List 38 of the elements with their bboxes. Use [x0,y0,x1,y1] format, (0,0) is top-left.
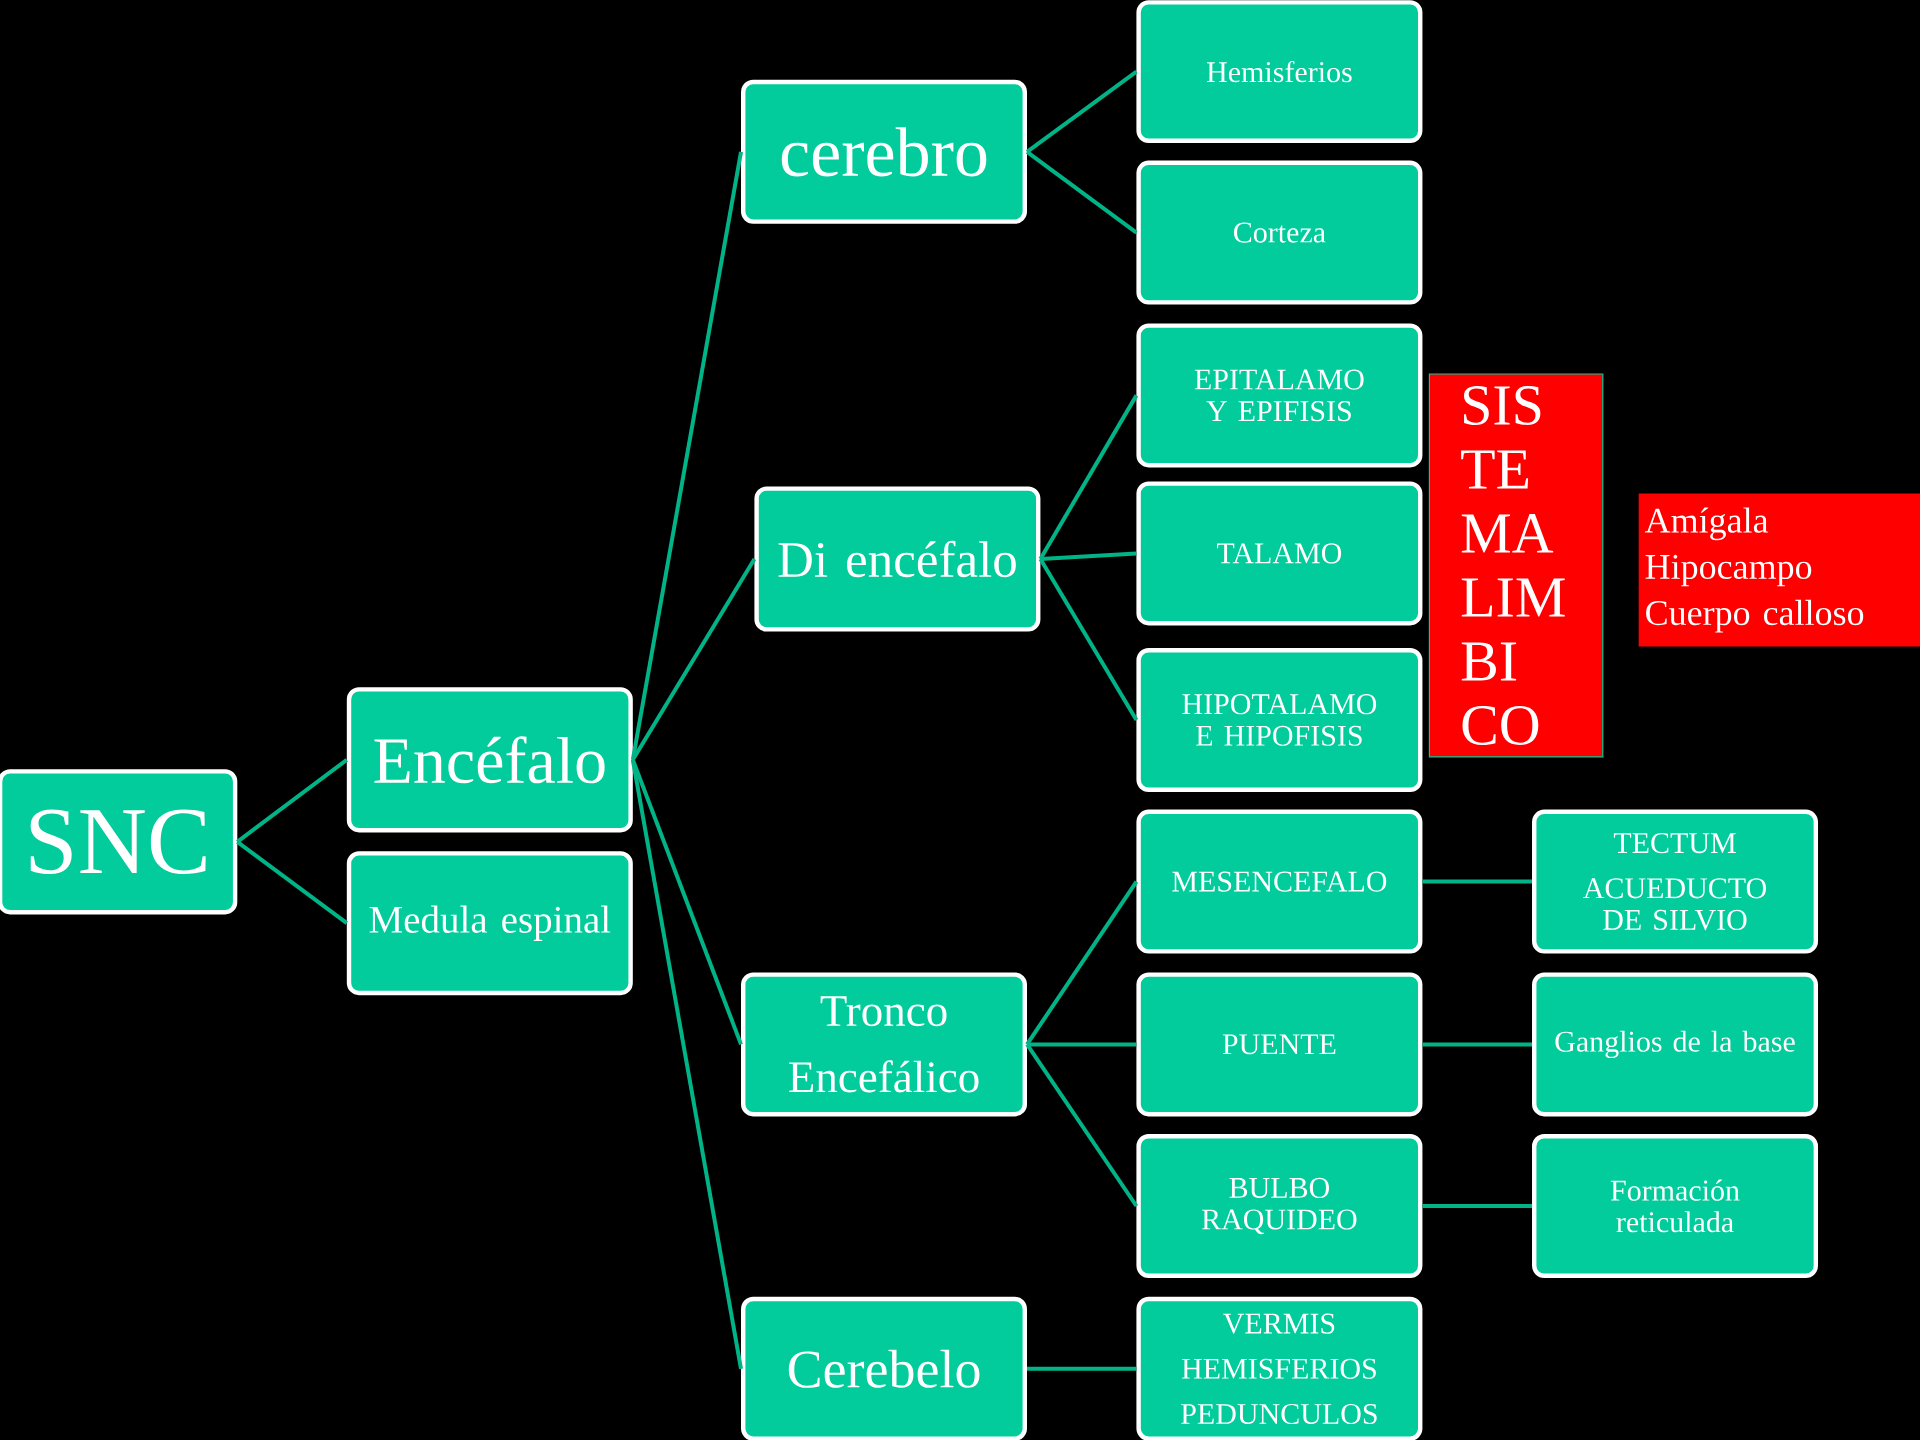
concept-box: cerebro [741,79,1027,224]
concept-box: MESENCEFALO [1136,809,1423,954]
connector-line [1422,1204,1532,1208]
connector-line [1025,69,1138,154]
connector-line [1038,557,1139,721]
concept-box: Tronco Encefálico [741,972,1027,1117]
connector-line [1025,1043,1139,1208]
concept-box: EPITALAMO Y EPIFISIS [1136,323,1423,468]
concept-box: PUENTE [1136,972,1423,1117]
concept-box: Cerebelo [741,1296,1027,1440]
concept-box: SNC [0,769,238,915]
concept-box: TALAMO [1136,481,1423,626]
connector-line [1422,1042,1532,1047]
connector-line [1025,150,1138,235]
highlight-box: SIS TE MA LIM BI CO [1428,373,1604,758]
connector-line [1422,879,1532,884]
connector-line [630,151,743,761]
concept-box: Encéfalo [346,687,633,833]
concept-box: TECTUM ACUEDUCTO DE SILVIO [1532,809,1819,954]
connector-line [1040,551,1137,561]
connector-line [236,840,348,925]
concept-box: Hemisferios [1136,0,1423,143]
connector-line [1027,1366,1137,1371]
concept-box: Di encéfalo [754,486,1041,632]
concept-box: VERMIS HEMISFERIOS PEDUNCULOS [1136,1296,1423,1440]
concept-box: Ganglios de la base [1532,972,1819,1117]
connector-line [236,758,348,844]
connector-line [631,557,757,761]
concept-box: Formación reticulada [1532,1134,1819,1278]
concept-box: Medula espinal [346,851,633,996]
connector-line [630,759,743,1370]
connector-line [1038,394,1139,560]
concept-box: Corteza [1136,160,1423,305]
concept-box: HIPOTALAMO E HIPOFISIS [1136,648,1423,792]
connector-line [1025,880,1139,1046]
concept-box: BULBO RAQUIDEO [1136,1134,1423,1278]
connector-line [1027,1042,1137,1047]
highlight-box: Amígala Hipocampo Cuerpo calloso [1638,493,1920,647]
